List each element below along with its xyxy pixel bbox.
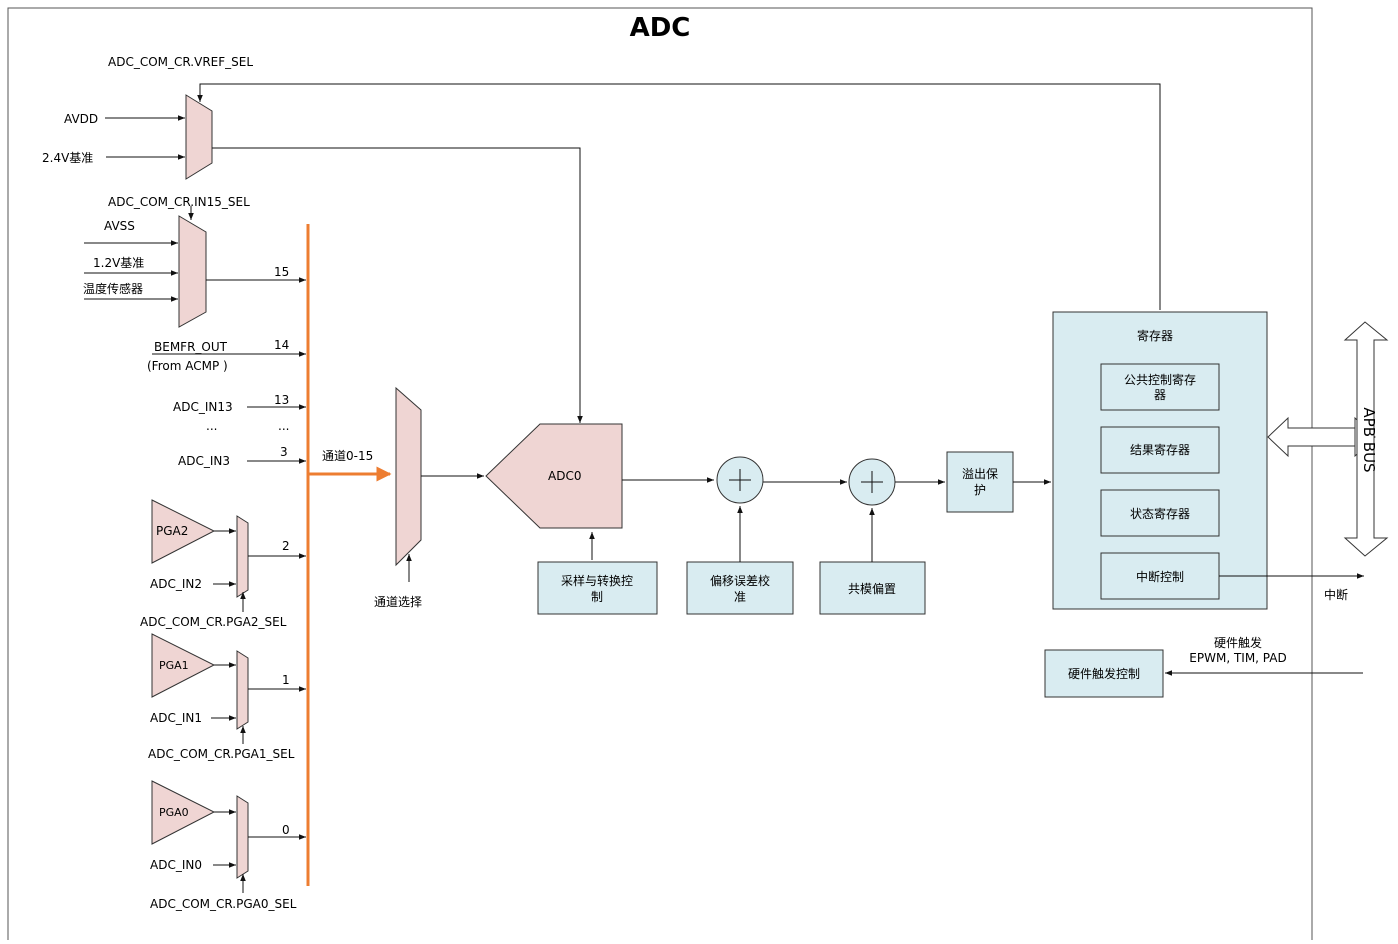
- adc-in13-label: ADC_IN13: [173, 400, 233, 414]
- vref-to-adc0-line: [212, 147, 583, 423]
- ch3-label: 3: [280, 445, 288, 459]
- overflow-line2: 护: [974, 483, 986, 497]
- vref-mux: [185, 94, 213, 180]
- hw-trigger-ctrl-label: 硬件触发控制: [1068, 666, 1140, 681]
- pga0-sel-label: ADC_COM_CR.PGA0_SEL: [150, 897, 297, 911]
- sample-conversion-control: [537, 561, 658, 615]
- sample-ctrl-line2: 制: [591, 590, 603, 604]
- offset-error-calibration: [686, 561, 794, 615]
- avdd-label: AVDD: [64, 112, 98, 126]
- pga2-mux: [236, 515, 249, 598]
- adc0-label: ADC0: [548, 469, 581, 483]
- hw-trigger-label: 硬件触发: [1214, 635, 1262, 650]
- overflow-line1: 溢出保: [962, 467, 998, 481]
- from-acmp-label: (From ACMP ): [147, 359, 228, 373]
- ellipsis-left: ...: [206, 419, 217, 433]
- adc-in3-label: ADC_IN3: [178, 454, 230, 468]
- pga0-amplifier: [151, 780, 216, 845]
- interrupt-control: [1100, 552, 1220, 600]
- pga1-mux: [236, 650, 249, 730]
- channel-select-mux: [395, 386, 422, 567]
- irq-ctrl-label: 中断控制: [1136, 569, 1184, 584]
- pga2-label: PGA2: [156, 524, 188, 538]
- adc-in2-label: ADC_IN2: [150, 577, 202, 591]
- pga1-sel-label: ADC_COM_CR.PGA1_SEL: [148, 747, 295, 761]
- ellipsis-right: ...: [278, 419, 289, 433]
- ch1-label: 1: [282, 673, 290, 687]
- ch13-label: 13: [274, 393, 289, 407]
- ch14-label: 14: [274, 338, 289, 352]
- irq-label: 中断: [1324, 587, 1348, 602]
- channel-range-label: 通道0-15: [322, 449, 373, 463]
- apb-bus-label: APB BUS: [1360, 407, 1378, 472]
- result-register: [1100, 426, 1220, 474]
- ch0-label: 0: [282, 823, 290, 837]
- adc-in0-label: ADC_IN0: [150, 858, 202, 872]
- overflow-protection: [946, 451, 1014, 513]
- pga1-label: PGA1: [159, 659, 189, 672]
- common-ctrl-reg-line2: 器: [1154, 388, 1166, 402]
- pga2-amplifier: [151, 499, 216, 564]
- status-register: [1100, 489, 1220, 537]
- status-reg-label: 状态寄存器: [1130, 506, 1190, 521]
- common-ctrl-reg-line1: 公共控制寄存: [1124, 372, 1196, 387]
- bemfr-out-label: BEMFR_OUT: [154, 340, 228, 354]
- avss-label: AVSS: [104, 219, 135, 233]
- pga0-mux: [236, 795, 249, 879]
- hardware-trigger-control: [1044, 649, 1164, 698]
- apb-bus-arrow: [1343, 321, 1389, 557]
- in15-sel-label: ADC_COM_CR.IN15_SEL: [108, 195, 250, 209]
- pga0-label: PGA0: [159, 806, 189, 819]
- offset-cal-line1: 偏移误差校: [710, 573, 770, 588]
- offset-cal-line2: 准: [734, 590, 746, 604]
- hw-sources-label: EPWM, TIM, PAD: [1189, 651, 1286, 665]
- channel-select-label: 通道选择: [374, 595, 422, 609]
- registers-title: 寄存器: [1137, 328, 1173, 343]
- sample-ctrl-line1: 采样与转换控: [561, 573, 633, 588]
- diagram-title: ADC: [630, 13, 691, 43]
- in15-mux: [178, 215, 207, 328]
- adc-in1-label: ADC_IN1: [150, 711, 202, 725]
- common-control-register: [1100, 363, 1220, 411]
- adc0-converter: [485, 423, 623, 529]
- vref-sel-label: ADC_COM_CR.VREF_SEL: [108, 55, 253, 69]
- common-mode-bias: [819, 561, 926, 615]
- common-bias-label: 共模偏置: [848, 581, 896, 596]
- pga2-sel-label: ADC_COM_CR.PGA2_SEL: [140, 615, 287, 629]
- ref24-label: 2.4V基准: [42, 151, 93, 165]
- ref12-label: 1.2V基准: [93, 256, 144, 270]
- adc-frame: [7, 7, 1313, 944]
- pga1-amplifier: [151, 633, 216, 698]
- ch2-label: 2: [282, 539, 290, 553]
- temp-sensor-label: 温度传感器: [83, 281, 143, 296]
- ch15-label: 15: [274, 265, 289, 279]
- vref-sel-feedback-line: [197, 83, 1161, 310]
- result-reg-label: 结果寄存器: [1130, 442, 1190, 457]
